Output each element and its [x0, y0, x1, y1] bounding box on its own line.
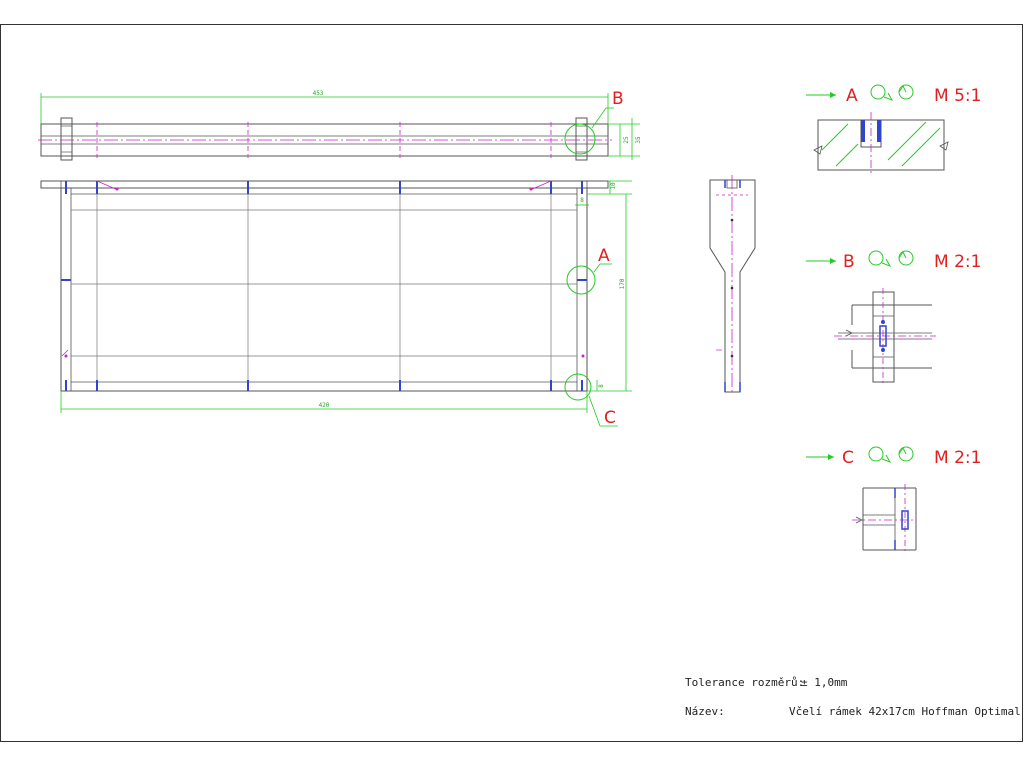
top-view: 453 25 35 B	[38, 89, 642, 161]
dim-top-height-b: 35	[635, 136, 642, 144]
detail-a: A M 5:1	[806, 84, 981, 176]
name-label: Název:	[685, 705, 725, 718]
title-block: Tolerance rozměrů: ± 1,0mm Název: Včelí …	[685, 676, 1021, 718]
dim-bottom-length: 420	[319, 402, 330, 409]
detail-a-letter: A	[846, 86, 858, 106]
detail-c: C M 2:1	[806, 446, 981, 554]
callout-b-label: B	[612, 89, 624, 109]
detail-b-letter: B	[843, 252, 855, 272]
detail-c-scale: M 2:1	[934, 448, 981, 468]
callout-c-label: C	[604, 408, 616, 428]
tolerance-value: ± 1,0mm	[801, 676, 848, 689]
detail-a-scale: M 5:1	[934, 86, 981, 106]
detail-c-letter: C	[842, 448, 854, 468]
callout-circle-c	[564, 373, 592, 401]
dim-side-height: 170	[619, 278, 626, 289]
front-view: 170 10 8 8 420 A C	[40, 180, 632, 428]
dim-side-small-c: 8	[598, 384, 605, 388]
callout-a-label: A	[598, 246, 610, 266]
name-value: Včelí rámek 42x17cm Hoffman Optimal	[789, 705, 1021, 718]
callout-circle-b	[564, 123, 596, 155]
dim-side-small-a: 10	[610, 182, 617, 190]
detail-b: B M 2:1	[806, 250, 981, 386]
tolerance-label: Tolerance rozměrů:	[685, 676, 804, 689]
callout-circle-a	[566, 265, 596, 295]
side-view	[709, 175, 756, 395]
dim-top-length: 453	[313, 90, 324, 97]
dim-top-height-a: 25	[623, 136, 630, 144]
detail-b-scale: M 2:1	[934, 252, 981, 272]
dim-side-small-b: 8	[580, 197, 584, 204]
drawing-border	[0, 24, 1023, 742]
